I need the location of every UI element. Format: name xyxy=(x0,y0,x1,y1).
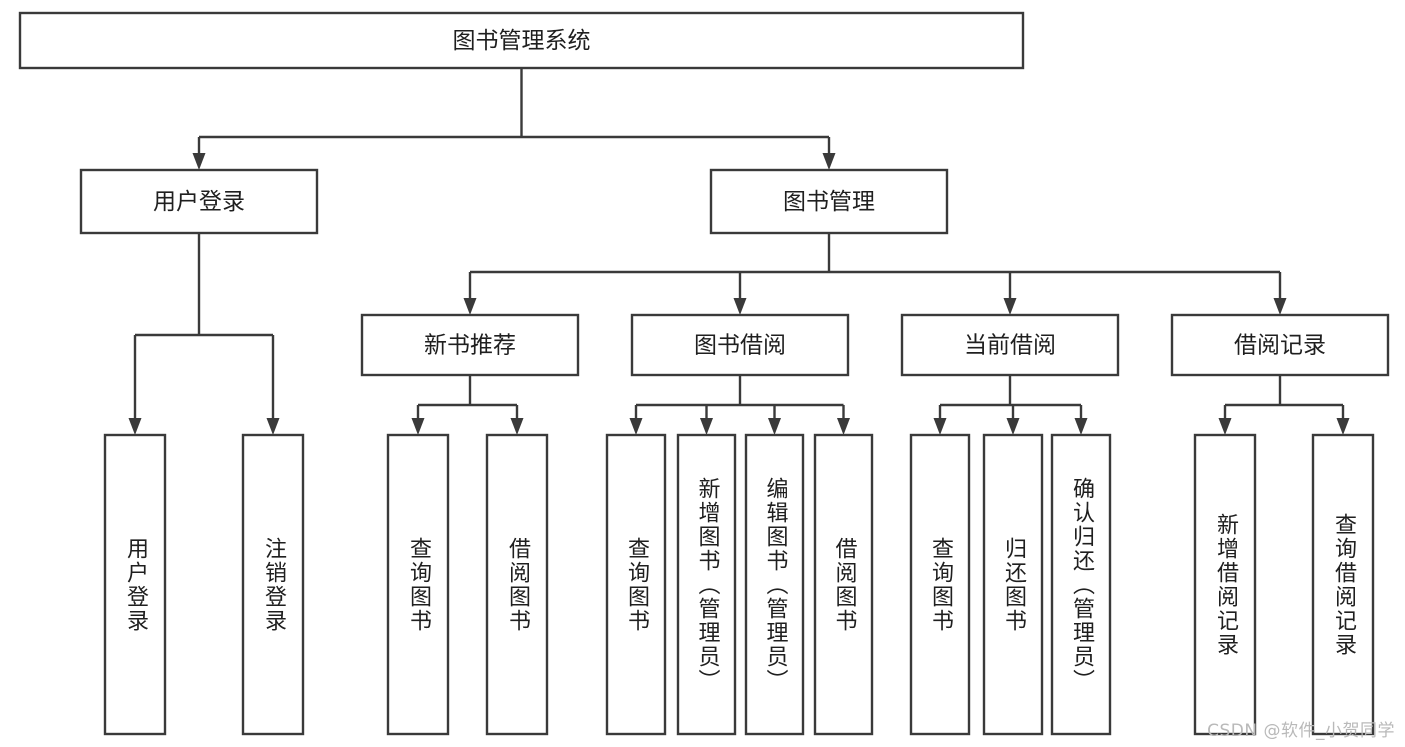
node-leaf-cb-query[interactable] xyxy=(909,433,971,736)
connector-arrowhead xyxy=(266,418,280,435)
node-box[interactable] xyxy=(18,11,1025,70)
connector-arrowhead xyxy=(1006,418,1020,435)
connector-arrowhead xyxy=(1273,298,1287,315)
node-label: 用户登录 xyxy=(153,189,245,215)
node-leaf-cb-confirm[interactable] xyxy=(1050,433,1112,736)
node-book-manage[interactable]: 图书管理 xyxy=(709,168,949,235)
node-box[interactable] xyxy=(909,433,971,736)
node-leaf-bb-add[interactable] xyxy=(676,433,737,736)
node-box[interactable] xyxy=(676,433,737,736)
node-leaf-bb-edit[interactable] xyxy=(744,433,805,736)
connector-arrowhead xyxy=(463,298,477,315)
watermark-credit: CSDN @软件_小贺同学 xyxy=(1207,721,1395,741)
node-label: 借阅记录 xyxy=(1234,333,1326,359)
node-leaf-cb-return[interactable] xyxy=(982,433,1044,736)
node-current-borrow[interactable]: 当前借阅 xyxy=(900,313,1120,377)
connector-arrowhead xyxy=(1336,418,1350,435)
node-box[interactable] xyxy=(386,433,450,736)
connector-arrowhead xyxy=(700,418,713,435)
connector-arrowhead xyxy=(411,418,425,435)
node-label: 新书推荐 xyxy=(424,333,516,359)
connector-arrowhead xyxy=(128,418,142,435)
node-box[interactable] xyxy=(360,313,580,377)
connector-arrowhead xyxy=(1074,418,1088,435)
node-borrow-record[interactable]: 借阅记录 xyxy=(1170,313,1390,377)
connector-arrowhead xyxy=(510,418,524,435)
node-box[interactable] xyxy=(709,168,949,235)
connector-layer xyxy=(128,68,1350,435)
node-user-login[interactable]: 用户登录 xyxy=(79,168,319,235)
node-box[interactable] xyxy=(813,433,874,736)
node-leaf-rec-query[interactable] xyxy=(386,433,450,736)
node-box[interactable] xyxy=(1170,313,1390,377)
node-box[interactable] xyxy=(1193,433,1257,736)
connector-arrowhead xyxy=(837,418,850,435)
connector-arrowhead xyxy=(768,418,781,435)
node-new-book-rec[interactable]: 新书推荐 xyxy=(360,313,580,377)
connector-arrowhead xyxy=(192,153,206,170)
node-label: 当前借阅 xyxy=(964,333,1056,359)
node-box[interactable] xyxy=(630,313,850,377)
node-label: 图书管理 xyxy=(783,189,875,215)
node-box[interactable] xyxy=(79,168,319,235)
node-box[interactable] xyxy=(103,433,167,736)
node-box[interactable] xyxy=(605,433,667,736)
node-box[interactable] xyxy=(900,313,1120,377)
connector-arrowhead xyxy=(1003,298,1017,315)
node-leaf-bb-query[interactable] xyxy=(605,433,667,736)
node-box[interactable] xyxy=(1050,433,1112,736)
node-box[interactable] xyxy=(485,433,549,736)
connector-arrowhead xyxy=(1218,418,1232,435)
node-box[interactable] xyxy=(241,433,305,736)
connector-arrowhead xyxy=(733,298,747,315)
connector-arrowhead xyxy=(933,418,947,435)
node-box[interactable] xyxy=(982,433,1044,736)
node-leaf-rec-borrow[interactable] xyxy=(485,433,549,736)
connector-arrowhead xyxy=(822,153,836,170)
connector-arrowhead xyxy=(629,418,643,435)
node-root[interactable]: 图书管理系统 xyxy=(18,11,1025,70)
node-box[interactable] xyxy=(1311,433,1375,736)
node-label: 图书管理系统 xyxy=(453,28,591,54)
node-label: 图书借阅 xyxy=(694,333,786,359)
node-box[interactable] xyxy=(744,433,805,736)
node-leaf-user-login[interactable] xyxy=(103,433,167,736)
node-leaf-br-add[interactable] xyxy=(1193,433,1257,736)
node-leaf-bb-borrow[interactable] xyxy=(813,433,874,736)
node-leaf-br-query[interactable] xyxy=(1311,433,1375,736)
node-book-borrow[interactable]: 图书借阅 xyxy=(630,313,850,377)
node-leaf-user-logout[interactable] xyxy=(241,433,305,736)
